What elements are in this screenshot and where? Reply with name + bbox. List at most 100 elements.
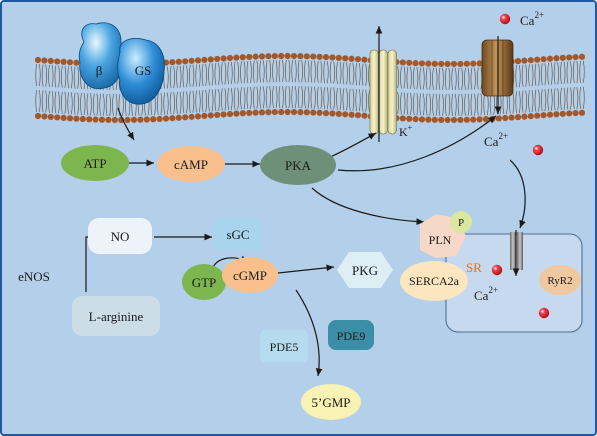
membrane-lipid-head bbox=[124, 116, 131, 124]
pde5-node bbox=[260, 330, 308, 362]
membrane-lipid-head bbox=[361, 56, 368, 63]
membrane-lipid-head bbox=[578, 109, 586, 116]
membrane-lipid-head bbox=[54, 114, 61, 121]
membrane-lipid-head bbox=[418, 60, 426, 67]
membrane-lipid-head bbox=[399, 59, 406, 66]
membrane-lipid-head bbox=[399, 115, 406, 122]
membrane-lipid-head bbox=[546, 55, 554, 62]
ryr2-node bbox=[539, 265, 581, 295]
membrane-lipid-head bbox=[252, 53, 259, 60]
membrane-lipid-head bbox=[290, 52, 298, 60]
membrane-lipid-head bbox=[239, 110, 246, 117]
membrane-lipid-head bbox=[150, 116, 157, 123]
membrane-lipid-head bbox=[47, 57, 54, 65]
membrane-lipid-head bbox=[470, 60, 477, 67]
membrane-lipid-head bbox=[514, 114, 522, 121]
membrane-lipid-head bbox=[502, 114, 509, 122]
membrane-lipid-head bbox=[457, 60, 464, 68]
membrane-lipid-head bbox=[130, 116, 138, 123]
membrane-lipid-head bbox=[34, 56, 42, 64]
membrane-lipid-head bbox=[534, 112, 541, 119]
calcium-sr-label: Ca2+ bbox=[474, 285, 498, 303]
membrane-lipid-head bbox=[73, 59, 80, 66]
membrane-lipid-head bbox=[450, 116, 458, 124]
membrane-lipid-head bbox=[476, 60, 483, 67]
membrane-lipid-head bbox=[406, 59, 413, 66]
pde9-node bbox=[328, 320, 374, 350]
membrane-lipid-head bbox=[348, 111, 355, 118]
membrane-lipid-head bbox=[246, 53, 253, 61]
membrane-lipid-head bbox=[290, 108, 298, 116]
membrane-lipid-head bbox=[47, 113, 54, 121]
membrane-lipid-head bbox=[553, 55, 560, 62]
membrane-lipid-head bbox=[303, 53, 310, 60]
pkg-node bbox=[337, 252, 393, 288]
membrane-lipid-head bbox=[182, 58, 189, 65]
pkg-label: PKG bbox=[352, 263, 378, 278]
membrane-lipid-head bbox=[546, 111, 554, 118]
membrane-lipid-head bbox=[348, 55, 355, 62]
membrane-lipid-head bbox=[508, 114, 515, 121]
membrane-lipid-head bbox=[438, 60, 445, 68]
ryr-channel-half bbox=[517, 232, 523, 270]
membrane-lipid-head bbox=[322, 110, 330, 117]
membrane-lipid-head bbox=[41, 57, 48, 64]
membrane-lipid-head bbox=[425, 116, 432, 123]
membrane-lipid-head bbox=[239, 54, 246, 61]
membrane-lipid-head bbox=[156, 115, 163, 123]
membrane-lipid-head bbox=[284, 52, 291, 60]
potassium-label: K+ bbox=[399, 123, 413, 139]
membrane-lipid-head bbox=[329, 110, 336, 117]
membrane-lipid-head bbox=[226, 54, 234, 62]
membrane-lipid-head bbox=[438, 116, 445, 124]
gtp-label: GTP bbox=[192, 275, 217, 290]
atp-node bbox=[61, 145, 129, 181]
membrane-lipid-head bbox=[470, 116, 477, 123]
membrane-lipid-head bbox=[316, 53, 323, 60]
membrane-lipid-head bbox=[354, 112, 362, 119]
ryr2-label: RyR2 bbox=[547, 275, 572, 287]
membrane-lipid-head bbox=[566, 110, 573, 117]
membrane-lipid-head bbox=[310, 53, 317, 60]
membrane-lipid-head bbox=[271, 52, 278, 60]
membrane-lipid-head bbox=[425, 60, 432, 67]
membrane-lipid-head bbox=[207, 56, 214, 63]
membrane-lipid-head bbox=[233, 54, 240, 61]
arrow-pka-to-pln bbox=[311, 187, 425, 225]
membrane-lipid-head bbox=[495, 115, 502, 122]
membrane-lipid-head bbox=[143, 116, 150, 123]
gmp-node bbox=[301, 384, 361, 420]
membrane-lipid-head bbox=[284, 108, 291, 116]
membrane-lipid-head bbox=[553, 111, 560, 118]
membrane-lipid-head bbox=[297, 53, 304, 60]
phosphate-node bbox=[450, 211, 472, 233]
membrane-lipid-head bbox=[214, 55, 221, 63]
arrow-cgmp-to-5gmp bbox=[295, 289, 323, 377]
membrane-lipid-head bbox=[73, 115, 80, 122]
membrane-lipid-head bbox=[162, 115, 170, 122]
phosphate-label: P bbox=[458, 217, 464, 229]
pka-node bbox=[260, 145, 336, 185]
membrane-lipid-head bbox=[431, 60, 438, 67]
arrow-cgmp-to-pkg bbox=[277, 264, 335, 274]
membrane-lipid-head bbox=[220, 111, 227, 118]
pka-label: PKA bbox=[285, 158, 312, 173]
membrane-lipid-head bbox=[482, 116, 490, 123]
membrane-lipid-head bbox=[246, 109, 253, 117]
membrane-lipid-head bbox=[559, 54, 566, 61]
cgmp-label: cGMP bbox=[233, 268, 267, 283]
pln-label: PLN bbox=[429, 233, 452, 247]
arrow-gs-to-atp bbox=[117, 107, 135, 141]
membrane-lipid-head bbox=[444, 116, 451, 124]
membrane-lipid-head bbox=[66, 115, 74, 122]
membrane-lipid-head bbox=[431, 116, 438, 123]
membrane-lipid-head bbox=[86, 116, 93, 123]
membrane-lipid-head bbox=[278, 108, 285, 116]
gmp-label: 5’GMP bbox=[311, 395, 350, 410]
membrane-lipid-head bbox=[214, 111, 221, 119]
membrane-lipid-head bbox=[175, 114, 182, 121]
membrane-lipid-head bbox=[534, 56, 541, 63]
membrane-lipid-head bbox=[92, 116, 99, 123]
membrane-lipid-head bbox=[566, 54, 573, 61]
membrane-lipid-head bbox=[450, 60, 458, 68]
